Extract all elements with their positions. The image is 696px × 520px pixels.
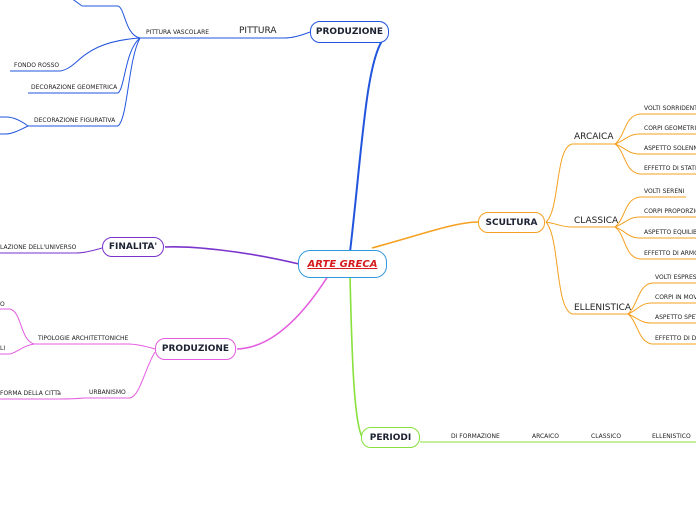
label-decorazione-geometrica[interactable]: DECORAZIONE GEOMETRICA (31, 84, 118, 91)
link-tipologie-child-2 (9, 343, 35, 355)
link-figurativa-child (5, 116, 29, 127)
link-tipologie (127, 343, 156, 350)
branch-periodi (349, 275, 363, 438)
label-urbanismo-child[interactable]: FORMA DELLA CITTà (0, 390, 61, 397)
link-figurativa-child-2 (5, 125, 29, 135)
link-arcaica-3 (614, 143, 641, 155)
label-ellenistica[interactable]: ELLENISTICA (574, 303, 632, 313)
link-arcaica (545, 143, 573, 223)
link-ellenistica-4 (627, 313, 653, 345)
produzione-bottom-node[interactable]: PRODUZIONE (155, 338, 236, 360)
label-periodo[interactable]: ARCAICO (532, 433, 559, 440)
label-arcaica-item[interactable]: EFFETTO DI STATICI (644, 165, 696, 172)
link-top-offscreen (117, 5, 141, 39)
link-ellenistica (545, 221, 573, 315)
branch-scultura (371, 221, 479, 249)
link-classica (545, 221, 573, 228)
finalita-node[interactable]: FINALITA' (102, 237, 164, 257)
label-ellenistica-item[interactable]: ASPETTO SPET (655, 314, 696, 321)
link-pittura (283, 31, 311, 39)
link-classica-3 (614, 226, 641, 239)
label-periodo[interactable]: ELLENISTICO (652, 433, 691, 440)
label-tipologie-child-1[interactable]: O (0, 301, 5, 308)
label-pittura[interactable]: PITTURA (239, 26, 277, 36)
label-classica[interactable]: CLASSICA (574, 216, 619, 226)
link-decorazione-figurativa (117, 37, 141, 127)
label-decorazione-figurativa[interactable]: DECORAZIONE FIGURATIVA (34, 117, 116, 124)
link-decorazione-geometrica (117, 37, 141, 94)
label-periodo[interactable]: CLASSICO (591, 433, 622, 440)
label-ellenistica-item[interactable]: VOLTI ESPRESS (655, 274, 696, 281)
link-ellenistica-1 (627, 282, 653, 315)
link-arcaica-2 (614, 133, 641, 145)
label-classica-item[interactable]: EFFETTO DI ARMO (644, 250, 696, 257)
label-finalita-item[interactable]: LAZIONE DELL'UNIVERSO (0, 244, 77, 251)
label-pittura-vascolare[interactable]: PITTURA VASCOLARE (146, 29, 210, 36)
label-classica-item[interactable]: VOLTI SERENI (644, 188, 685, 195)
link-finalita-item (75, 247, 103, 254)
label-urbanismo[interactable]: URBANISMO (89, 389, 126, 396)
label-arcaica[interactable]: ARCAICA (574, 132, 614, 142)
branch-finalita (164, 246, 300, 265)
link-classica-4 (614, 226, 641, 260)
branch-produzione-bottom (236, 275, 329, 350)
branch-produzione-top (349, 37, 385, 253)
label-tipologie[interactable]: TIPOLOGIE ARCHITETTONICHE (38, 335, 129, 342)
link-classica-2 (614, 216, 641, 228)
link-arcaica-4 (614, 143, 641, 175)
scultura-node[interactable]: SCULTURA (478, 212, 545, 233)
periodi-node[interactable]: PERIODI (361, 427, 420, 448)
link-top-offscreen-up (72, 0, 83, 7)
produzione-top-node[interactable]: PRODUZIONE (310, 21, 389, 43)
link-urbanismo-child (59, 397, 85, 400)
label-ellenistica-item[interactable]: EFFETTO DI DE (655, 335, 696, 342)
link-tipologie-child-1 (9, 308, 35, 345)
label-tipologie-child-2[interactable]: LI (0, 345, 6, 352)
link-ellenistica-2 (627, 302, 653, 315)
label-arcaica-item[interactable]: ASPETTO SOLENNE (644, 145, 696, 152)
link-urbanismo (129, 351, 156, 399)
label-arcaica-item[interactable]: CORPI GEOMETRICI (644, 125, 696, 132)
label-arcaica-item[interactable]: VOLTI SORRIDENTI (644, 105, 696, 112)
link-ellenistica-3 (627, 313, 653, 324)
label-fondo-rosso[interactable]: FONDO ROSSO (14, 62, 60, 69)
link-arcaica-1 (614, 113, 641, 145)
label-classica-item[interactable]: ASPETTO EQUILIBR (644, 229, 696, 236)
link-classica-1 (614, 196, 641, 228)
label-ellenistica-item[interactable]: CORPI IN MOVI (655, 294, 696, 301)
link-fondo-rosso (59, 37, 141, 72)
label-classica-item[interactable]: CORPI PROPORZIO (644, 208, 696, 215)
label-periodo[interactable]: DI FORMAZIONE (451, 433, 500, 440)
central-node[interactable]: ARTE GRECA (298, 250, 387, 278)
central-title: ARTE GRECA (307, 258, 378, 270)
